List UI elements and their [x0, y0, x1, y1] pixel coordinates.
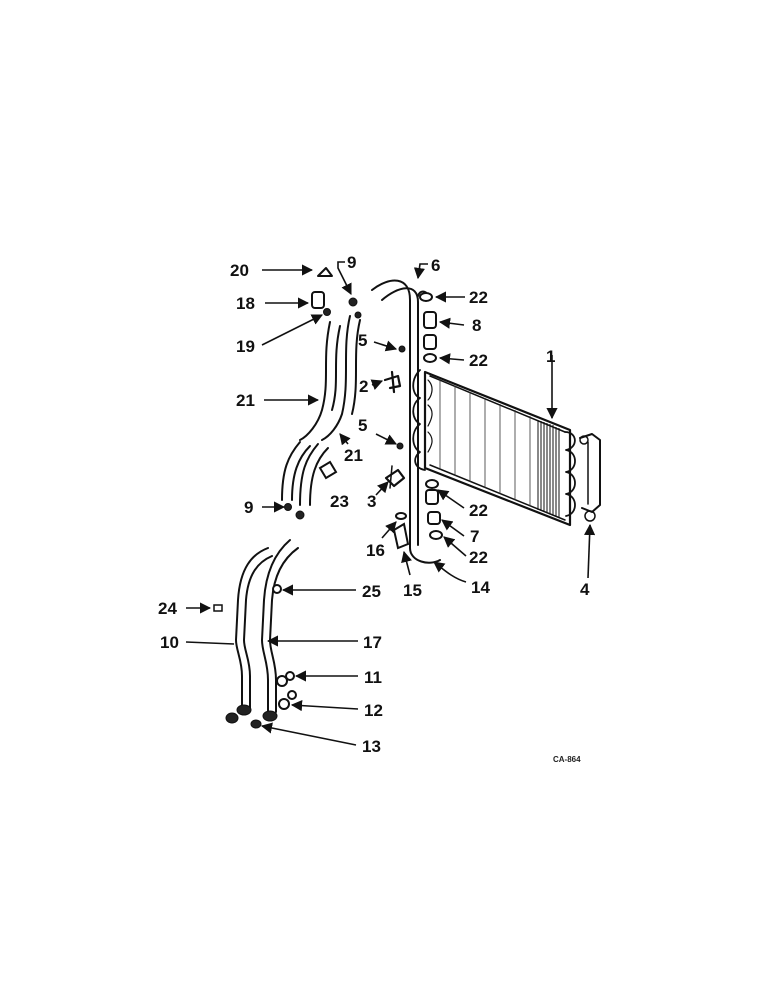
hose-part-21-left	[281, 321, 341, 501]
callout-22: 22	[469, 351, 488, 370]
fitting-part-22-bottom	[429, 530, 443, 540]
callout-3: 3	[367, 492, 376, 511]
callout-18: 18	[236, 294, 255, 313]
clamp-part-15	[392, 522, 410, 550]
clip-part-5-lower	[396, 442, 404, 450]
callout-7: 7	[470, 527, 479, 546]
fitting-part-22-lower	[425, 479, 439, 489]
hose-part-7	[425, 489, 441, 525]
fitting-part-11	[276, 671, 295, 687]
callout-22: 22	[469, 501, 488, 520]
callout-11: 11	[364, 668, 382, 687]
callout-12: 12	[364, 701, 383, 720]
callout-23: 23	[330, 492, 349, 511]
pipe-part-10	[235, 547, 273, 709]
clamp-part-3	[384, 465, 406, 489]
fitting-part-19	[323, 308, 331, 316]
fitting-part-13	[225, 704, 278, 729]
callout-14: 14	[471, 578, 490, 597]
clamp-part-2	[383, 370, 402, 394]
clamp-part-16	[395, 512, 407, 520]
fitting-part-12	[278, 690, 297, 710]
nut-part-9-top	[348, 297, 362, 319]
callout-16: 16	[366, 541, 385, 560]
fitting-part-25	[272, 584, 282, 594]
fitting-part-18	[311, 291, 325, 309]
callout-9: 9	[347, 253, 356, 272]
callout-6: 6	[431, 256, 440, 275]
callout-2: 2	[359, 377, 368, 396]
callout-8: 8	[472, 316, 481, 335]
callout-25: 25	[362, 582, 381, 601]
hose-part-21-right	[299, 315, 361, 506]
callout-13: 13	[362, 737, 381, 756]
callout-4: 4	[580, 580, 590, 599]
callout-10: 10	[160, 633, 179, 652]
callout-5: 5	[358, 416, 367, 435]
condenser-part-1	[412, 369, 576, 527]
callout-5: 5	[358, 331, 367, 350]
fitting-part-20	[317, 267, 333, 277]
callout-24: 24	[158, 599, 177, 618]
drawing-code: CA-864	[553, 755, 581, 764]
fitting-part-22-top	[419, 292, 433, 302]
callout-20: 20	[230, 261, 249, 280]
callout-1: 1	[546, 347, 555, 366]
callout-19: 19	[236, 337, 255, 356]
fitting-part-24	[213, 604, 223, 612]
clamp-part-23	[318, 460, 338, 480]
callout-21: 21	[344, 446, 363, 465]
fitting-part-22-upper	[423, 353, 437, 363]
callout-15: 15	[403, 581, 422, 600]
callout-9: 9	[244, 498, 253, 517]
bracket-part-4	[579, 433, 601, 522]
callout-22: 22	[469, 548, 488, 567]
hose-part-8	[423, 311, 437, 350]
callout-22: 22	[469, 288, 488, 307]
leader-lines	[185, 261, 596, 746]
callout-17: 17	[363, 633, 382, 652]
clip-part-5-upper	[398, 345, 406, 353]
callout-21: 21	[236, 391, 255, 410]
nut-part-9-bottom	[284, 503, 305, 520]
